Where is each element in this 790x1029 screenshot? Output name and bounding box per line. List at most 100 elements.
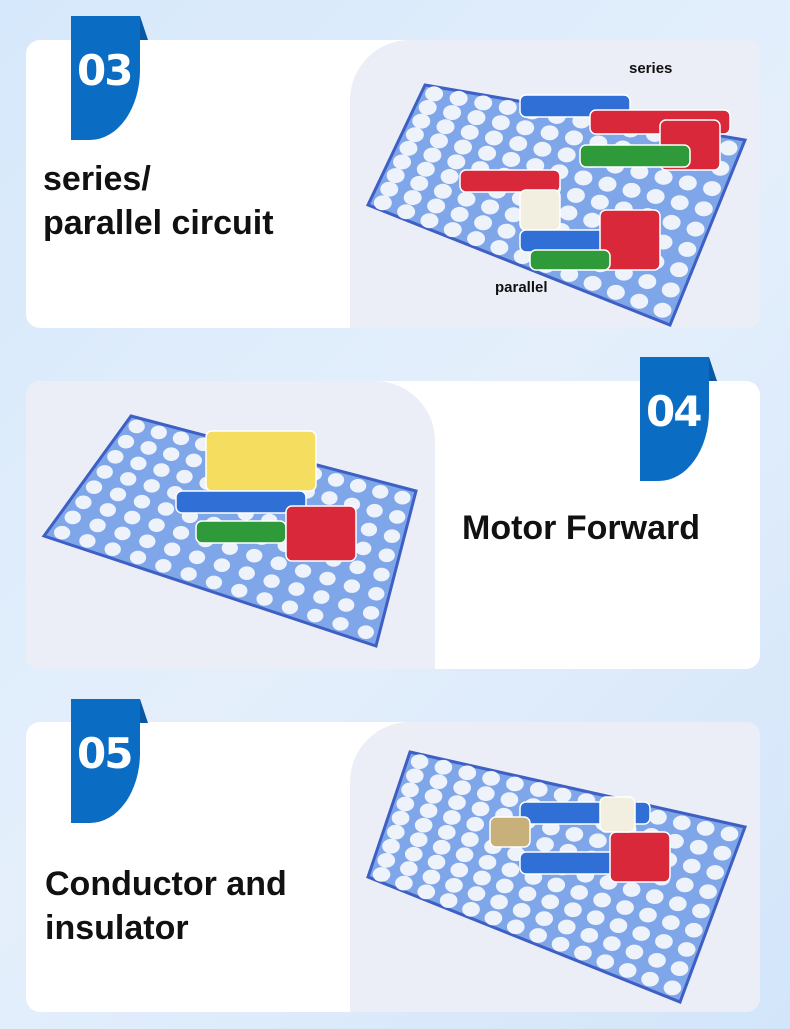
peg-hole [362,606,380,620]
peg-hole [404,846,423,862]
peg-hole [294,564,312,578]
peg-hole [445,877,463,893]
peg-hole [653,302,672,318]
peg-hole [382,838,400,854]
peg-hole [655,934,673,949]
peg-hole [654,169,673,185]
peg-hole [133,494,151,509]
peg-hole [360,522,378,537]
peg-hole [684,922,703,938]
peg-hole [641,971,659,987]
peg-hole [153,463,170,477]
peg-hole [332,617,349,631]
peg-hole [372,484,389,499]
peg-hole [380,181,399,197]
peg-hole [484,130,503,146]
peg-hole [518,886,537,902]
peg-hole [462,901,480,917]
peg-hole [474,95,493,111]
peg-hole [139,534,156,549]
peg-hole [506,776,524,792]
peg-hole [414,817,433,833]
series-label: series [629,60,673,77]
peg-hole [513,249,532,265]
peg-hole [256,592,273,606]
peg-hole [366,503,383,518]
peg-hole [75,495,92,510]
peg-hole [622,182,641,198]
peg-hole [453,780,471,796]
peg-hole [391,810,410,826]
peg-hole [603,936,621,952]
peg-hole [400,861,418,877]
peg-hole [501,862,520,878]
peg-hole [529,928,547,943]
peg-hole [497,223,516,239]
peg-hole [205,575,223,590]
peg-hole [104,542,121,557]
peg-hole [625,944,644,960]
peg-hole [148,518,165,532]
circuit-component [599,209,661,271]
peg-hole [89,518,106,533]
peg-hole [481,199,500,215]
peg-hole [536,837,554,852]
peg-hole [410,175,429,191]
section-number-badge: 03 [71,16,148,140]
section-card-03: series/ parallel circuit series parallel [26,40,760,328]
peg-hole [474,215,493,231]
peg-hole [713,845,732,861]
section-title: Motor Forward [462,506,700,550]
peg-hole [432,839,451,855]
peg-hole [448,795,466,810]
peg-hole [96,465,113,479]
peg-hole [533,141,552,157]
peg-hole [114,526,131,541]
peg-hole [419,803,438,819]
peg-hole [128,419,145,434]
peg-hole [580,927,599,943]
peg-hole [541,894,560,910]
peg-hole [188,550,206,565]
peg-hole [553,787,572,803]
peg-hole [355,541,372,556]
peg-hole [557,147,576,163]
title-line: series/ [43,160,151,198]
peg-hole [246,548,263,563]
peg-hole [85,480,103,494]
peg-hole [689,839,708,855]
circuit-component [175,490,307,514]
peg-hole [500,792,519,807]
peg-hole [420,213,439,229]
peg-hole [506,919,525,935]
peg-hole [357,625,375,639]
circuit-component [599,796,636,833]
peg-hole [630,293,649,309]
peg-hole [460,124,479,140]
peg-hole [630,164,649,180]
peg-hole [706,865,725,880]
peg-hole [338,598,355,612]
peg-hole [399,140,418,156]
peg-hole [231,583,248,598]
peg-hole [53,525,71,540]
peg-hole [645,889,664,904]
peg-hole [719,140,738,156]
peg-hole [109,487,127,502]
peg-hole [221,541,239,555]
peg-hole [172,431,190,446]
peg-hole [443,222,462,238]
circuit-component [609,831,671,883]
peg-hole [79,534,96,548]
peg-hole [476,786,495,802]
peg-hole [512,902,531,918]
peg-hole [670,961,689,977]
peg-hole [386,168,405,184]
peg-hole [458,765,477,781]
circuit-component [195,520,287,544]
peg-hole [319,571,336,586]
peg-hole [490,894,508,910]
peg-hole [213,558,231,573]
peg-hole [589,833,607,849]
peg-hole [427,854,446,870]
